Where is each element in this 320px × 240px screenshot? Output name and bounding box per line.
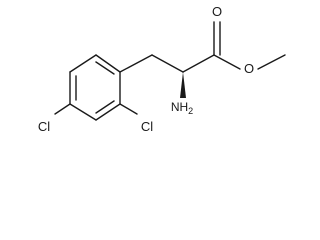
bond-alpha-carbon-to-carbonyl xyxy=(182,54,215,73)
carbonyl-oxygen-label: O xyxy=(212,4,222,19)
bond-carbonyl-to-ester-oxygen xyxy=(213,54,241,70)
benzene-ring xyxy=(69,54,121,121)
ortho-chlorine-label: Cl xyxy=(141,119,153,134)
stereo-wedge-bond xyxy=(180,72,186,98)
ring-inner-double-bond-1 xyxy=(95,61,115,75)
para-chlorine-label: Cl xyxy=(38,119,50,134)
ring-bond-c6-c1 xyxy=(69,54,97,73)
ring-bond-c4-c5 xyxy=(69,103,97,121)
chlorine-substituents xyxy=(54,103,138,115)
bond-ring-to-ortho-chlorine xyxy=(119,103,138,115)
amine-label: NH2 xyxy=(171,100,193,116)
ring-bond-c3-c4 xyxy=(95,103,121,121)
side-chain xyxy=(119,21,286,98)
bond-ring-to-para-chlorine xyxy=(54,103,71,115)
ring-bond-c1-c2 xyxy=(95,54,121,73)
bond-ring-to-ch2 xyxy=(119,54,153,73)
bond-ester-oxygen-to-methyl xyxy=(257,54,286,70)
ester-oxygen-label: O xyxy=(244,61,254,76)
amine-label-main: NH xyxy=(171,100,188,114)
ring-inner-double-bond-2 xyxy=(95,100,115,114)
chemical-structure: O O NH2 Cl Cl xyxy=(38,4,286,134)
amine-label-subscript: 2 xyxy=(188,106,193,116)
bond-ch2-to-alpha-carbon xyxy=(151,54,184,73)
